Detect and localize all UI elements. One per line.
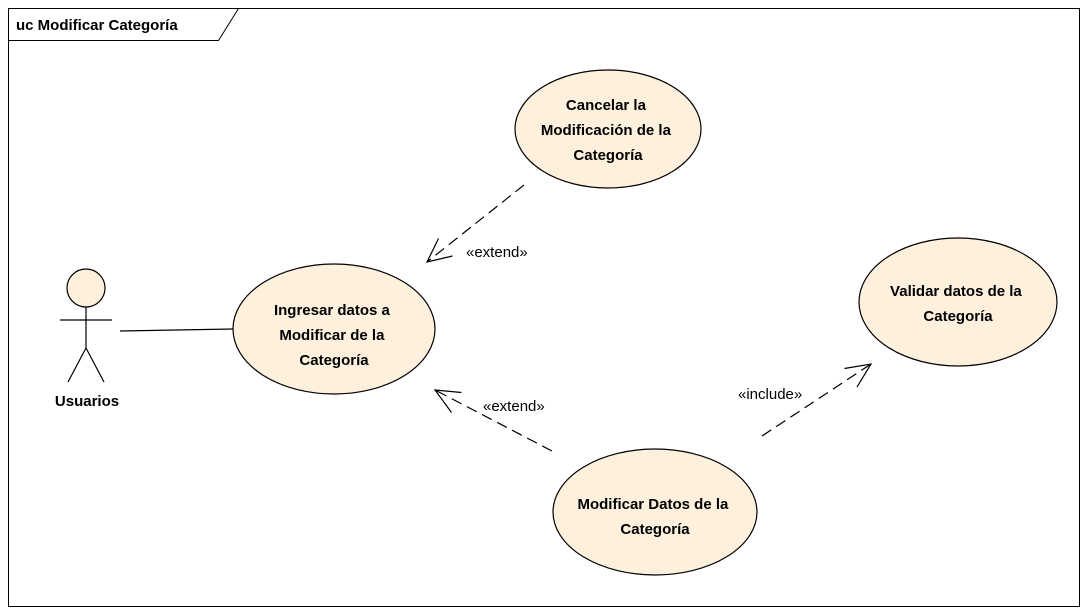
use-case-validar[interactable]: Validar datos de la Categoría — [858, 237, 1058, 367]
use-case-modificar-label: Modificar Datos de la Categoría — [577, 496, 732, 538]
extend-top-arrowhead — [425, 238, 453, 263]
extend-top-label: «extend» — [466, 244, 528, 261]
actor-right-leg — [85, 347, 105, 383]
extend-cancelar-to-ingresar: «extend» — [425, 184, 528, 263]
use-case-validar-label: Validar datos de la Categoría — [890, 283, 1026, 325]
actor-left-leg — [67, 347, 87, 383]
use-case-ingresar-shape — [232, 263, 436, 395]
use-case-modificar-shape — [552, 448, 758, 576]
stick-figure-actor-icon — [60, 268, 112, 383]
frame-title-tab — [8, 8, 239, 41]
actor-label: Usuarios — [55, 393, 119, 410]
include-arrowhead — [844, 363, 873, 388]
use-case-ingresar[interactable]: Ingresar datos a Modificar de la Categor… — [232, 263, 436, 395]
use-case-cancelar[interactable]: Cancelar la Modificación de la Categoría — [514, 69, 702, 189]
use-case-validar-shape — [858, 237, 1058, 367]
use-case-cancelar-shape — [514, 69, 702, 189]
association-actor-ingresar — [119, 328, 234, 332]
use-case-modificar[interactable]: Modificar Datos de la Categoría — [552, 448, 758, 576]
extend-modificar-to-ingresar: «extend» — [433, 389, 553, 452]
frame-title: uc Modificar Categoría — [16, 17, 178, 34]
extend-bottom-line — [434, 389, 553, 452]
extend-top-line — [426, 184, 525, 263]
actor-head — [66, 268, 106, 308]
include-line — [761, 363, 872, 437]
actor-usuarios[interactable]: Usuarios — [55, 268, 119, 410]
use-case-ingresar-label: Ingresar datos a Modificar de la Categor… — [274, 302, 394, 369]
extend-bottom-arrowhead — [433, 389, 462, 413]
use-case-cancelar-label: Cancelar la Modificación de la Categoría — [541, 97, 675, 164]
include-modificar-to-validar: «include» — [738, 363, 873, 437]
include-label: «include» — [738, 386, 802, 403]
diagram-frame: uc Modificar Categoría — [8, 8, 1080, 607]
frame-border — [8, 8, 1080, 607]
extend-bottom-label: «extend» — [483, 398, 545, 415]
